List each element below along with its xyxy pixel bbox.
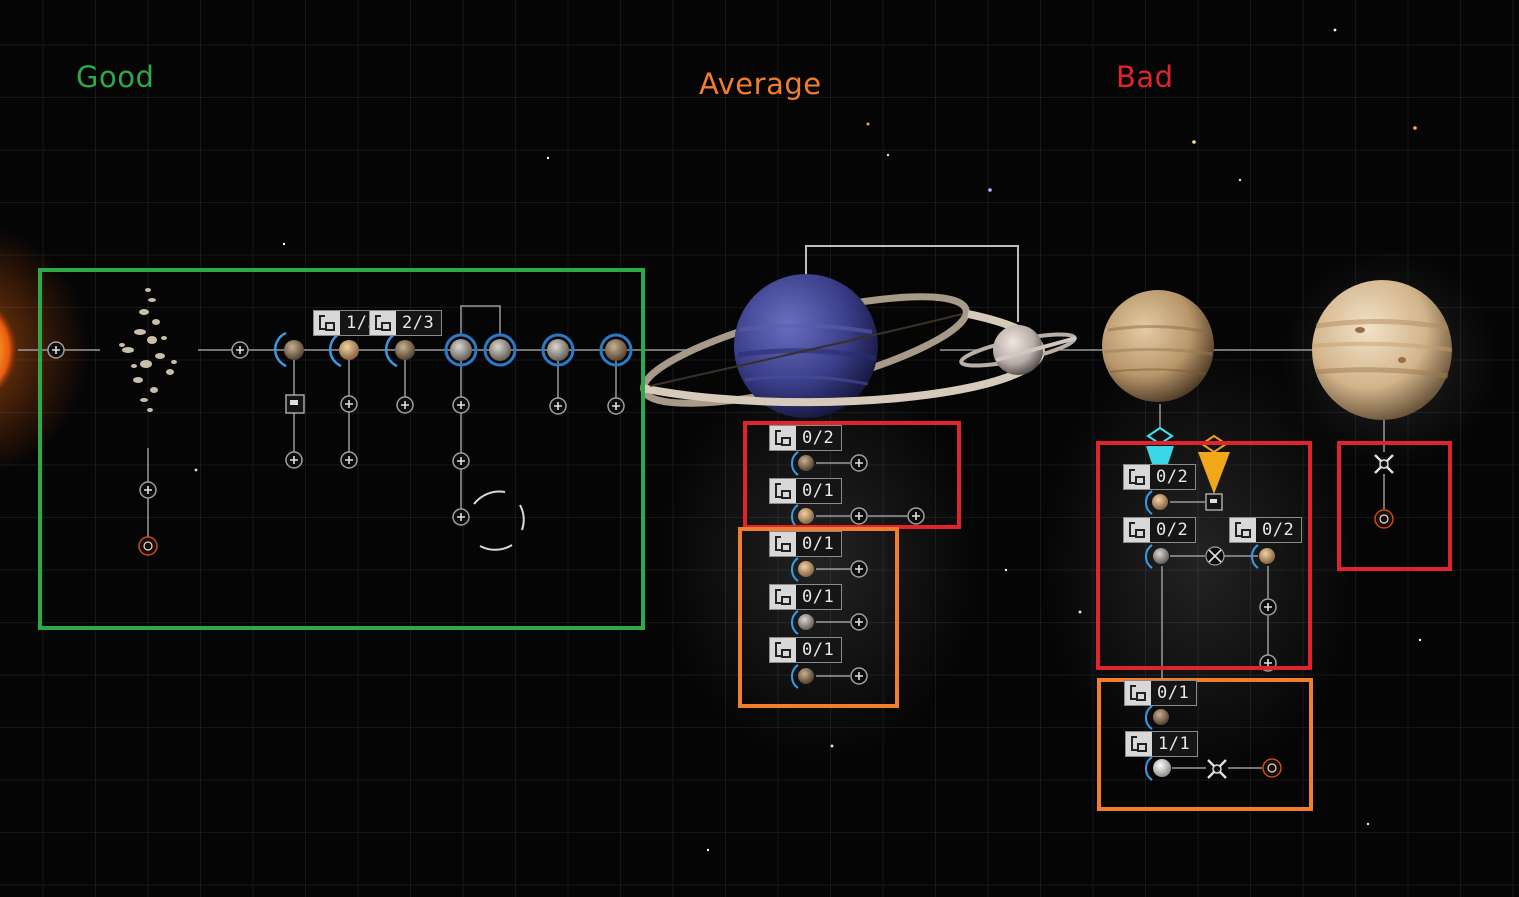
building-slot-badge[interactable]: 1/1 bbox=[1125, 731, 1198, 757]
slot-count: 0/2 bbox=[1156, 520, 1189, 540]
bad-category-label: Bad bbox=[1116, 60, 1174, 94]
anomaly-ring-icon[interactable] bbox=[1374, 509, 1394, 529]
planet-node[interactable] bbox=[273, 331, 304, 368]
slot-count: 0/1 bbox=[1157, 683, 1190, 703]
building-slot-badge[interactable]: 2/3 bbox=[369, 310, 442, 336]
average-category-label: Average bbox=[699, 67, 822, 101]
colony-building-icon bbox=[770, 479, 796, 503]
sun[interactable] bbox=[0, 292, 18, 408]
moon-node[interactable] bbox=[791, 451, 814, 476]
colony-building-icon bbox=[770, 426, 796, 450]
slot-count: 0/1 bbox=[802, 640, 835, 660]
moon-node[interactable] bbox=[1145, 544, 1169, 569]
slot-count: 1/1 bbox=[1158, 734, 1191, 754]
outer-planet-glow bbox=[1040, 340, 1360, 780]
colony-building-icon bbox=[770, 585, 796, 609]
selection-ring-icon bbox=[473, 490, 525, 551]
satellite-icon[interactable] bbox=[1207, 759, 1227, 779]
slot-count: 0/1 bbox=[802, 481, 835, 501]
slot-count: 2/3 bbox=[402, 313, 435, 333]
colony-building-icon bbox=[770, 532, 796, 556]
colony-building-icon bbox=[1126, 732, 1152, 756]
bad-highlight-box bbox=[1337, 441, 1452, 571]
moon-node[interactable] bbox=[791, 610, 814, 635]
planet-node[interactable] bbox=[599, 333, 633, 367]
colony-building-icon bbox=[770, 638, 796, 662]
satellite-icon[interactable] bbox=[1205, 546, 1225, 566]
good-category-label: Good bbox=[76, 60, 155, 94]
building-slot-badge[interactable]: 0/1 bbox=[769, 584, 842, 610]
planet-node[interactable] bbox=[541, 333, 575, 367]
building-slot-badge[interactable]: 0/2 bbox=[1229, 517, 1302, 543]
anomaly-ring-icon[interactable] bbox=[1262, 758, 1282, 778]
gas-giant-link bbox=[805, 245, 1019, 322]
bad-highlight-box bbox=[1096, 441, 1312, 670]
building-slot-badge[interactable]: 0/1 bbox=[769, 531, 842, 557]
colony-building-icon bbox=[370, 311, 396, 335]
building-slot-badge[interactable]: 0/2 bbox=[769, 425, 842, 451]
building-slot-badge[interactable]: 0/2 bbox=[1123, 517, 1196, 543]
satellite-icon[interactable] bbox=[1374, 454, 1394, 474]
slot-count: 0/2 bbox=[1262, 520, 1295, 540]
slot-count: 0/1 bbox=[802, 587, 835, 607]
moon-node[interactable] bbox=[1251, 544, 1275, 569]
building-slot-badge[interactable]: 0/1 bbox=[769, 637, 842, 663]
building-slot-badge[interactable]: 0/2 bbox=[1123, 464, 1196, 490]
slot-count: 0/2 bbox=[802, 428, 835, 448]
good-highlight-box bbox=[38, 268, 645, 630]
average-highlight-box bbox=[738, 527, 899, 708]
colony-building-icon bbox=[1230, 518, 1256, 542]
building-slot-badge[interactable]: 0/1 bbox=[1124, 680, 1197, 706]
building-slot-badge[interactable]: 0/1 bbox=[769, 478, 842, 504]
moon-node[interactable] bbox=[1145, 705, 1169, 730]
colony-building-icon bbox=[1124, 518, 1150, 542]
jupiter-like-planet[interactable] bbox=[1311, 280, 1453, 420]
small-ringed-planet[interactable] bbox=[959, 325, 1077, 375]
planet-node[interactable] bbox=[444, 333, 478, 367]
starbase-icon[interactable] bbox=[285, 394, 305, 414]
slot-count: 0/1 bbox=[802, 534, 835, 554]
colony-building-icon bbox=[314, 311, 340, 335]
planet-node[interactable] bbox=[483, 333, 517, 367]
asteroid-belt-icon[interactable] bbox=[119, 288, 177, 412]
moon-node[interactable] bbox=[791, 664, 814, 689]
background-stars bbox=[194, 28, 1422, 852]
gas-giant-moon-connectors bbox=[816, 462, 907, 677]
anomaly-ring-icon[interactable] bbox=[138, 536, 158, 556]
average-highlight-box bbox=[1097, 678, 1313, 811]
colony-building-icon bbox=[1124, 465, 1150, 489]
moon-node[interactable] bbox=[1145, 756, 1171, 781]
tan-planet[interactable] bbox=[1102, 290, 1214, 402]
moon-node[interactable] bbox=[1145, 490, 1168, 515]
moon-node[interactable] bbox=[791, 557, 814, 582]
slot-count: 0/2 bbox=[1156, 467, 1189, 487]
colony-building-icon bbox=[1125, 681, 1151, 705]
outer-planet-connectors bbox=[1159, 404, 1269, 769]
starbase-icon[interactable] bbox=[1205, 493, 1223, 511]
